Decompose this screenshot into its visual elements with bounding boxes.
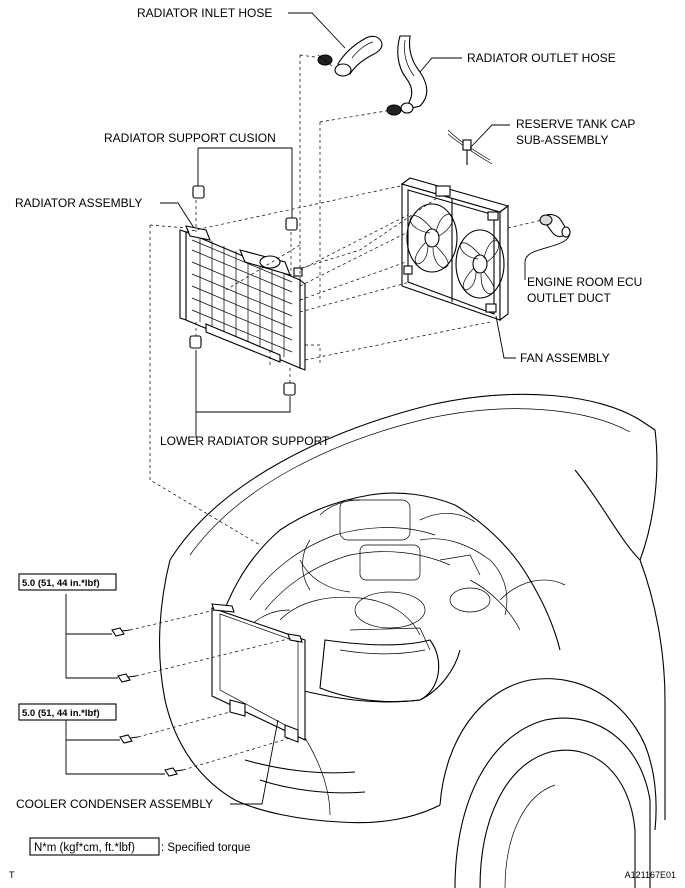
label-fan-assembly: FAN ASSEMBLY bbox=[520, 351, 610, 365]
label-reserve-tank-cap-line1: RESERVE TANK CAP bbox=[516, 117, 635, 131]
radiator-assembly bbox=[179, 225, 306, 371]
figure-id: A121167E01 bbox=[625, 870, 676, 880]
torque-value-lower: 5.0 (51, 44 in.*lbf) bbox=[22, 708, 100, 719]
engine-room-ecu-outlet-duct bbox=[539, 213, 571, 238]
leader-lines bbox=[65, 12, 571, 805]
label-reserve-tank-cap-line2: SUB-ASSEMBLY bbox=[516, 133, 608, 147]
label-engine-room-ecu-line1: ENGINE ROOM ECU bbox=[527, 275, 642, 289]
vehicle-front-illustration bbox=[159, 393, 666, 888]
bolts bbox=[111, 627, 184, 777]
corner-mark-left: T bbox=[9, 870, 15, 880]
torque-spec-lower: 5.0 (51, 44 in.*lbf) bbox=[18, 703, 117, 721]
cooler-condenser-assembly bbox=[211, 603, 306, 743]
label-radiator-inlet-hose: RADIATOR INLET HOSE bbox=[137, 6, 272, 20]
legend-box-text: N*m (kgf*cm, ft.*lbf) bbox=[34, 842, 135, 854]
support-cushions bbox=[189, 185, 298, 396]
label-engine-room-ecu-line2: OUTLET DUCT bbox=[527, 291, 611, 305]
label-lower-radiator-support: LOWER RADIATOR SUPPORT bbox=[160, 434, 330, 448]
torque-value-upper: 5.0 (51, 44 in.*lbf) bbox=[22, 578, 100, 589]
label-radiator-support-cusion: RADIATOR SUPPORT CUSION bbox=[104, 131, 276, 145]
reserve-tank-cap bbox=[447, 129, 493, 165]
legend-description: : Specified torque bbox=[161, 842, 251, 854]
radiator-inlet-hose bbox=[317, 35, 383, 77]
radiator-outlet-hose bbox=[386, 35, 428, 116]
assembly-dashed-lines bbox=[129, 54, 543, 771]
fan-assembly bbox=[400, 177, 510, 322]
legend: N*m (kgf*cm, ft.*lbf) : Specified torque bbox=[29, 837, 251, 856]
label-radiator-outlet-hose: RADIATOR OUTLET HOSE bbox=[467, 51, 616, 65]
label-cooler-condenser-assembly: COOLER CONDENSER ASSEMBLY bbox=[16, 797, 213, 811]
label-radiator-assembly: RADIATOR ASSEMBLY bbox=[15, 196, 142, 210]
torque-spec-upper: 5.0 (51, 44 in.*lbf) bbox=[18, 573, 117, 591]
